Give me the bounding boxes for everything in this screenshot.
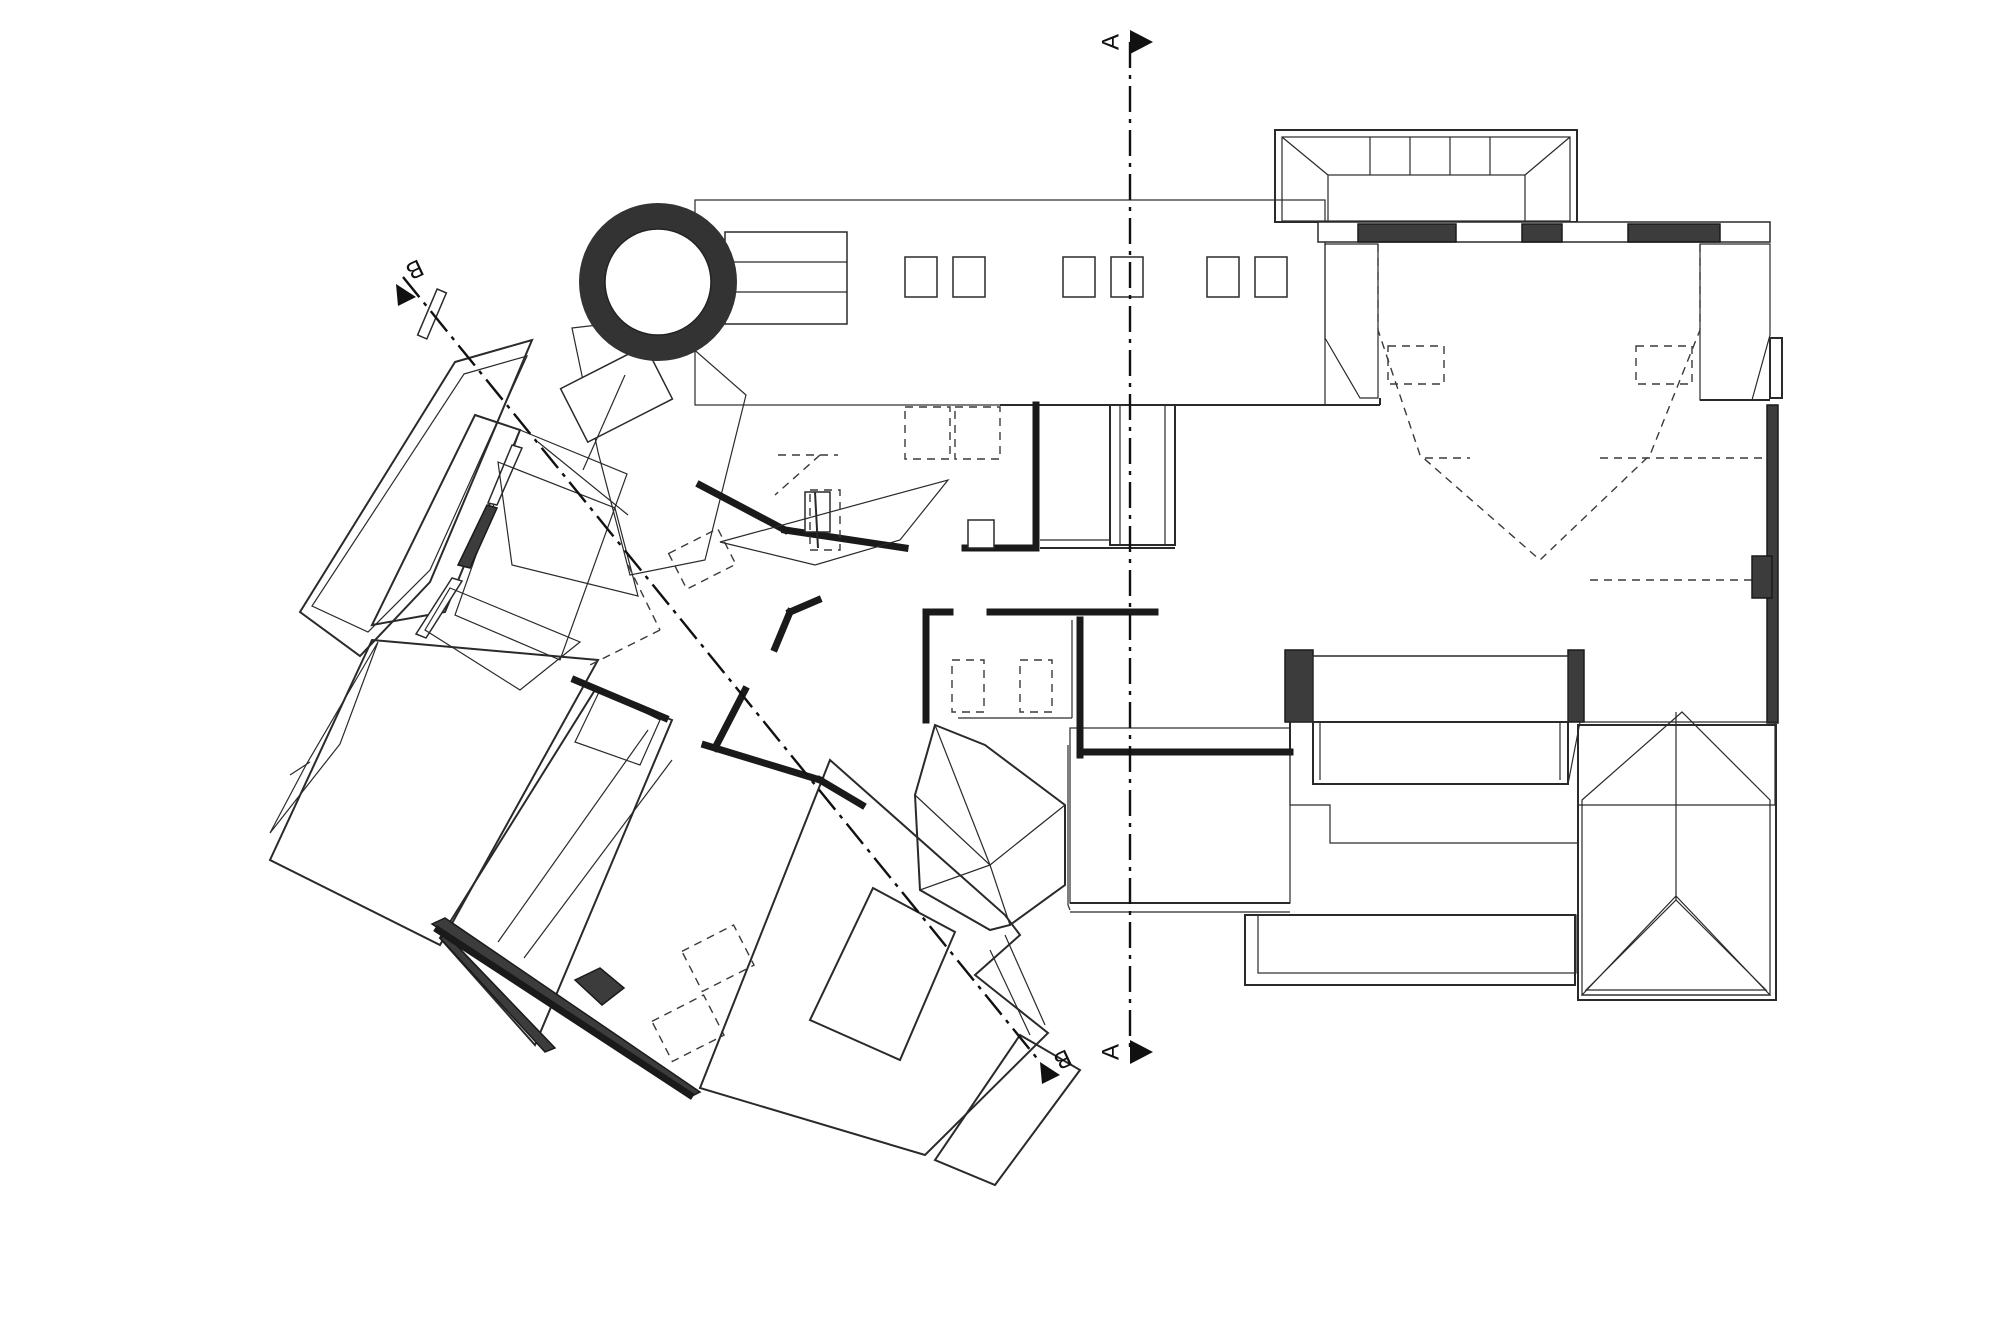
round-tower bbox=[579, 203, 737, 361]
interior-walls bbox=[922, 401, 1294, 759]
south-gable-roof bbox=[1577, 711, 1777, 1001]
south-bay bbox=[1078, 649, 1585, 785]
section-marker-b-top: B bbox=[396, 253, 427, 306]
west-hip-roof bbox=[1324, 243, 1379, 399]
west-living-room bbox=[438, 688, 674, 1047]
main-room bbox=[1000, 244, 1779, 724]
north-roof-box bbox=[724, 231, 848, 325]
stair bbox=[1109, 404, 1176, 546]
west-wing bbox=[268, 288, 1082, 1187]
section-label-a-bottom: A bbox=[1097, 1044, 1124, 1060]
section-marker-a-top: A bbox=[1097, 30, 1153, 54]
section-line-b bbox=[402, 276, 1041, 1063]
east-hip-roof bbox=[1699, 243, 1771, 401]
section-label-b-bottom: B bbox=[1050, 1043, 1076, 1074]
north-canopy bbox=[1274, 129, 1578, 223]
section-label-a-top: A bbox=[1097, 34, 1124, 50]
skylights bbox=[904, 256, 1288, 298]
octagon-roof bbox=[913, 723, 1071, 932]
right-wing bbox=[694, 129, 1783, 1001]
section-marker-a-bottom: A bbox=[1097, 1040, 1153, 1064]
west-walls bbox=[570, 480, 909, 810]
